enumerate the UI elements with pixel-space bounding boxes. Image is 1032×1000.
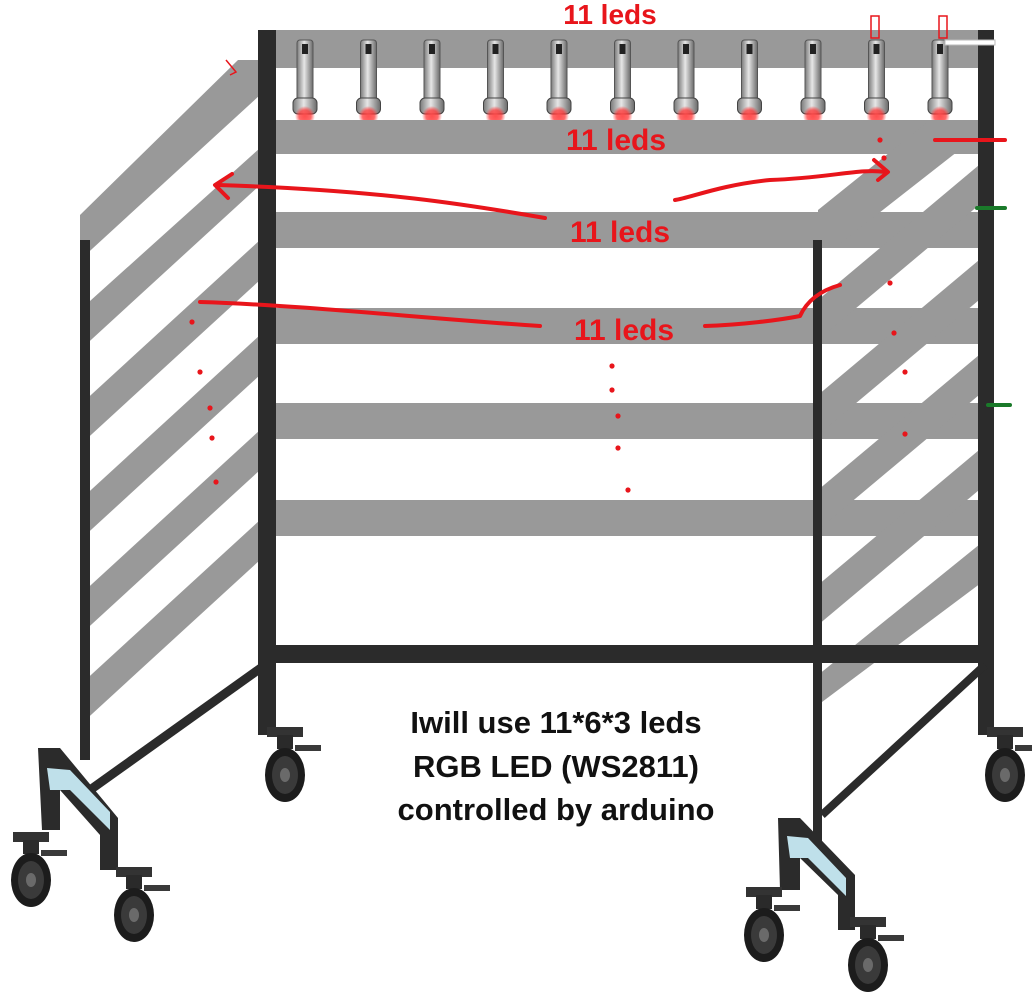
shelf-bar-4 — [270, 403, 980, 439]
red-dot — [209, 435, 215, 441]
red-dot — [197, 369, 203, 375]
left-slat — [80, 148, 260, 350]
red-dot — [877, 137, 883, 143]
red-dot — [902, 431, 908, 437]
left-slat — [80, 240, 260, 445]
red-dot — [207, 405, 213, 411]
led-tube — [864, 39, 889, 126]
caption-line-2: RGB LED (WS2811) — [413, 749, 699, 784]
caster-wheel — [744, 887, 800, 962]
red-dot — [891, 330, 897, 336]
right-base-rail — [819, 662, 988, 818]
left-slat — [80, 520, 260, 725]
label-row1: 11 leds — [566, 124, 666, 157]
right-slat — [818, 445, 985, 625]
corner-marker — [225, 59, 238, 76]
red-dot — [625, 487, 631, 493]
label-row3: 11 leds — [574, 314, 674, 347]
top-tube-markers — [225, 15, 948, 76]
arrow-head-right — [872, 158, 890, 182]
wiring-path-row2 — [673, 169, 887, 202]
caption-line-1: Iwill use 11*6*3 leds — [410, 705, 701, 740]
caster-wheel — [265, 727, 321, 802]
caption-line-3: controlled by arduino — [398, 792, 715, 827]
shelf-bar-5 — [270, 500, 980, 536]
led-tube — [356, 39, 381, 126]
caster-wheels — [11, 727, 1032, 992]
label-row2: 11 leds — [570, 216, 670, 249]
right-side-slats — [818, 120, 985, 705]
left-outer-post — [80, 240, 90, 760]
caption: Iwill use 11*6*3 leds RGB LED (WS2811) c… — [398, 705, 715, 827]
led-tube — [673, 39, 699, 126]
rear-right-post — [978, 30, 994, 735]
right-slat — [818, 540, 985, 705]
top-right-stub — [944, 39, 996, 46]
caster-wheel — [848, 917, 904, 992]
led-tubes — [292, 39, 953, 126]
left-side-slats — [80, 60, 260, 725]
led-tube — [610, 39, 635, 126]
red-labels: 11 leds 11 leds 11 leds 11 leds — [563, 0, 674, 347]
right-slat — [818, 350, 985, 530]
green-markers — [975, 206, 1012, 407]
red-dot — [213, 479, 219, 485]
red-dot — [609, 387, 615, 393]
led-tube — [800, 39, 826, 126]
right-slat — [818, 160, 985, 340]
left-base-rail — [87, 661, 268, 794]
tube-marker — [938, 15, 948, 39]
red-dot — [615, 413, 621, 419]
left-bracket-glass — [47, 768, 110, 830]
front-right-post — [813, 240, 822, 860]
front-shelf-bars — [270, 120, 980, 536]
red-dot — [887, 280, 893, 286]
red-dot — [609, 363, 615, 369]
shelf-bar-1 — [270, 120, 980, 154]
right-bracket-glass — [787, 836, 846, 896]
arrow-head-left — [213, 172, 234, 200]
annotations — [198, 138, 1007, 328]
right-slat — [818, 255, 985, 435]
caster-wheel — [985, 727, 1032, 802]
left-slat — [80, 60, 260, 260]
red-dot — [881, 155, 887, 161]
red-dot — [615, 445, 621, 451]
red-dot — [189, 319, 195, 325]
red-dot — [902, 369, 908, 375]
caster-wheel — [114, 867, 170, 942]
led-tube — [737, 39, 762, 126]
led-tube — [483, 39, 508, 126]
right-slat — [818, 120, 985, 245]
led-tube — [546, 39, 572, 126]
wiring-path-row3-right — [703, 283, 842, 328]
led-tube — [292, 39, 318, 126]
wiring-path-row2-left — [216, 183, 547, 220]
caster-wheel — [11, 832, 67, 907]
led-tube — [927, 39, 953, 126]
tube-marker — [870, 15, 880, 39]
continuation-dots — [189, 137, 908, 493]
wiring-path-row3-left — [198, 300, 542, 328]
left-frame — [38, 240, 268, 870]
left-slat — [80, 335, 260, 540]
led-tube — [419, 39, 445, 126]
bottom-front-rail — [258, 645, 988, 663]
front-left-post — [258, 30, 276, 735]
label-top: 11 leds — [563, 0, 656, 30]
